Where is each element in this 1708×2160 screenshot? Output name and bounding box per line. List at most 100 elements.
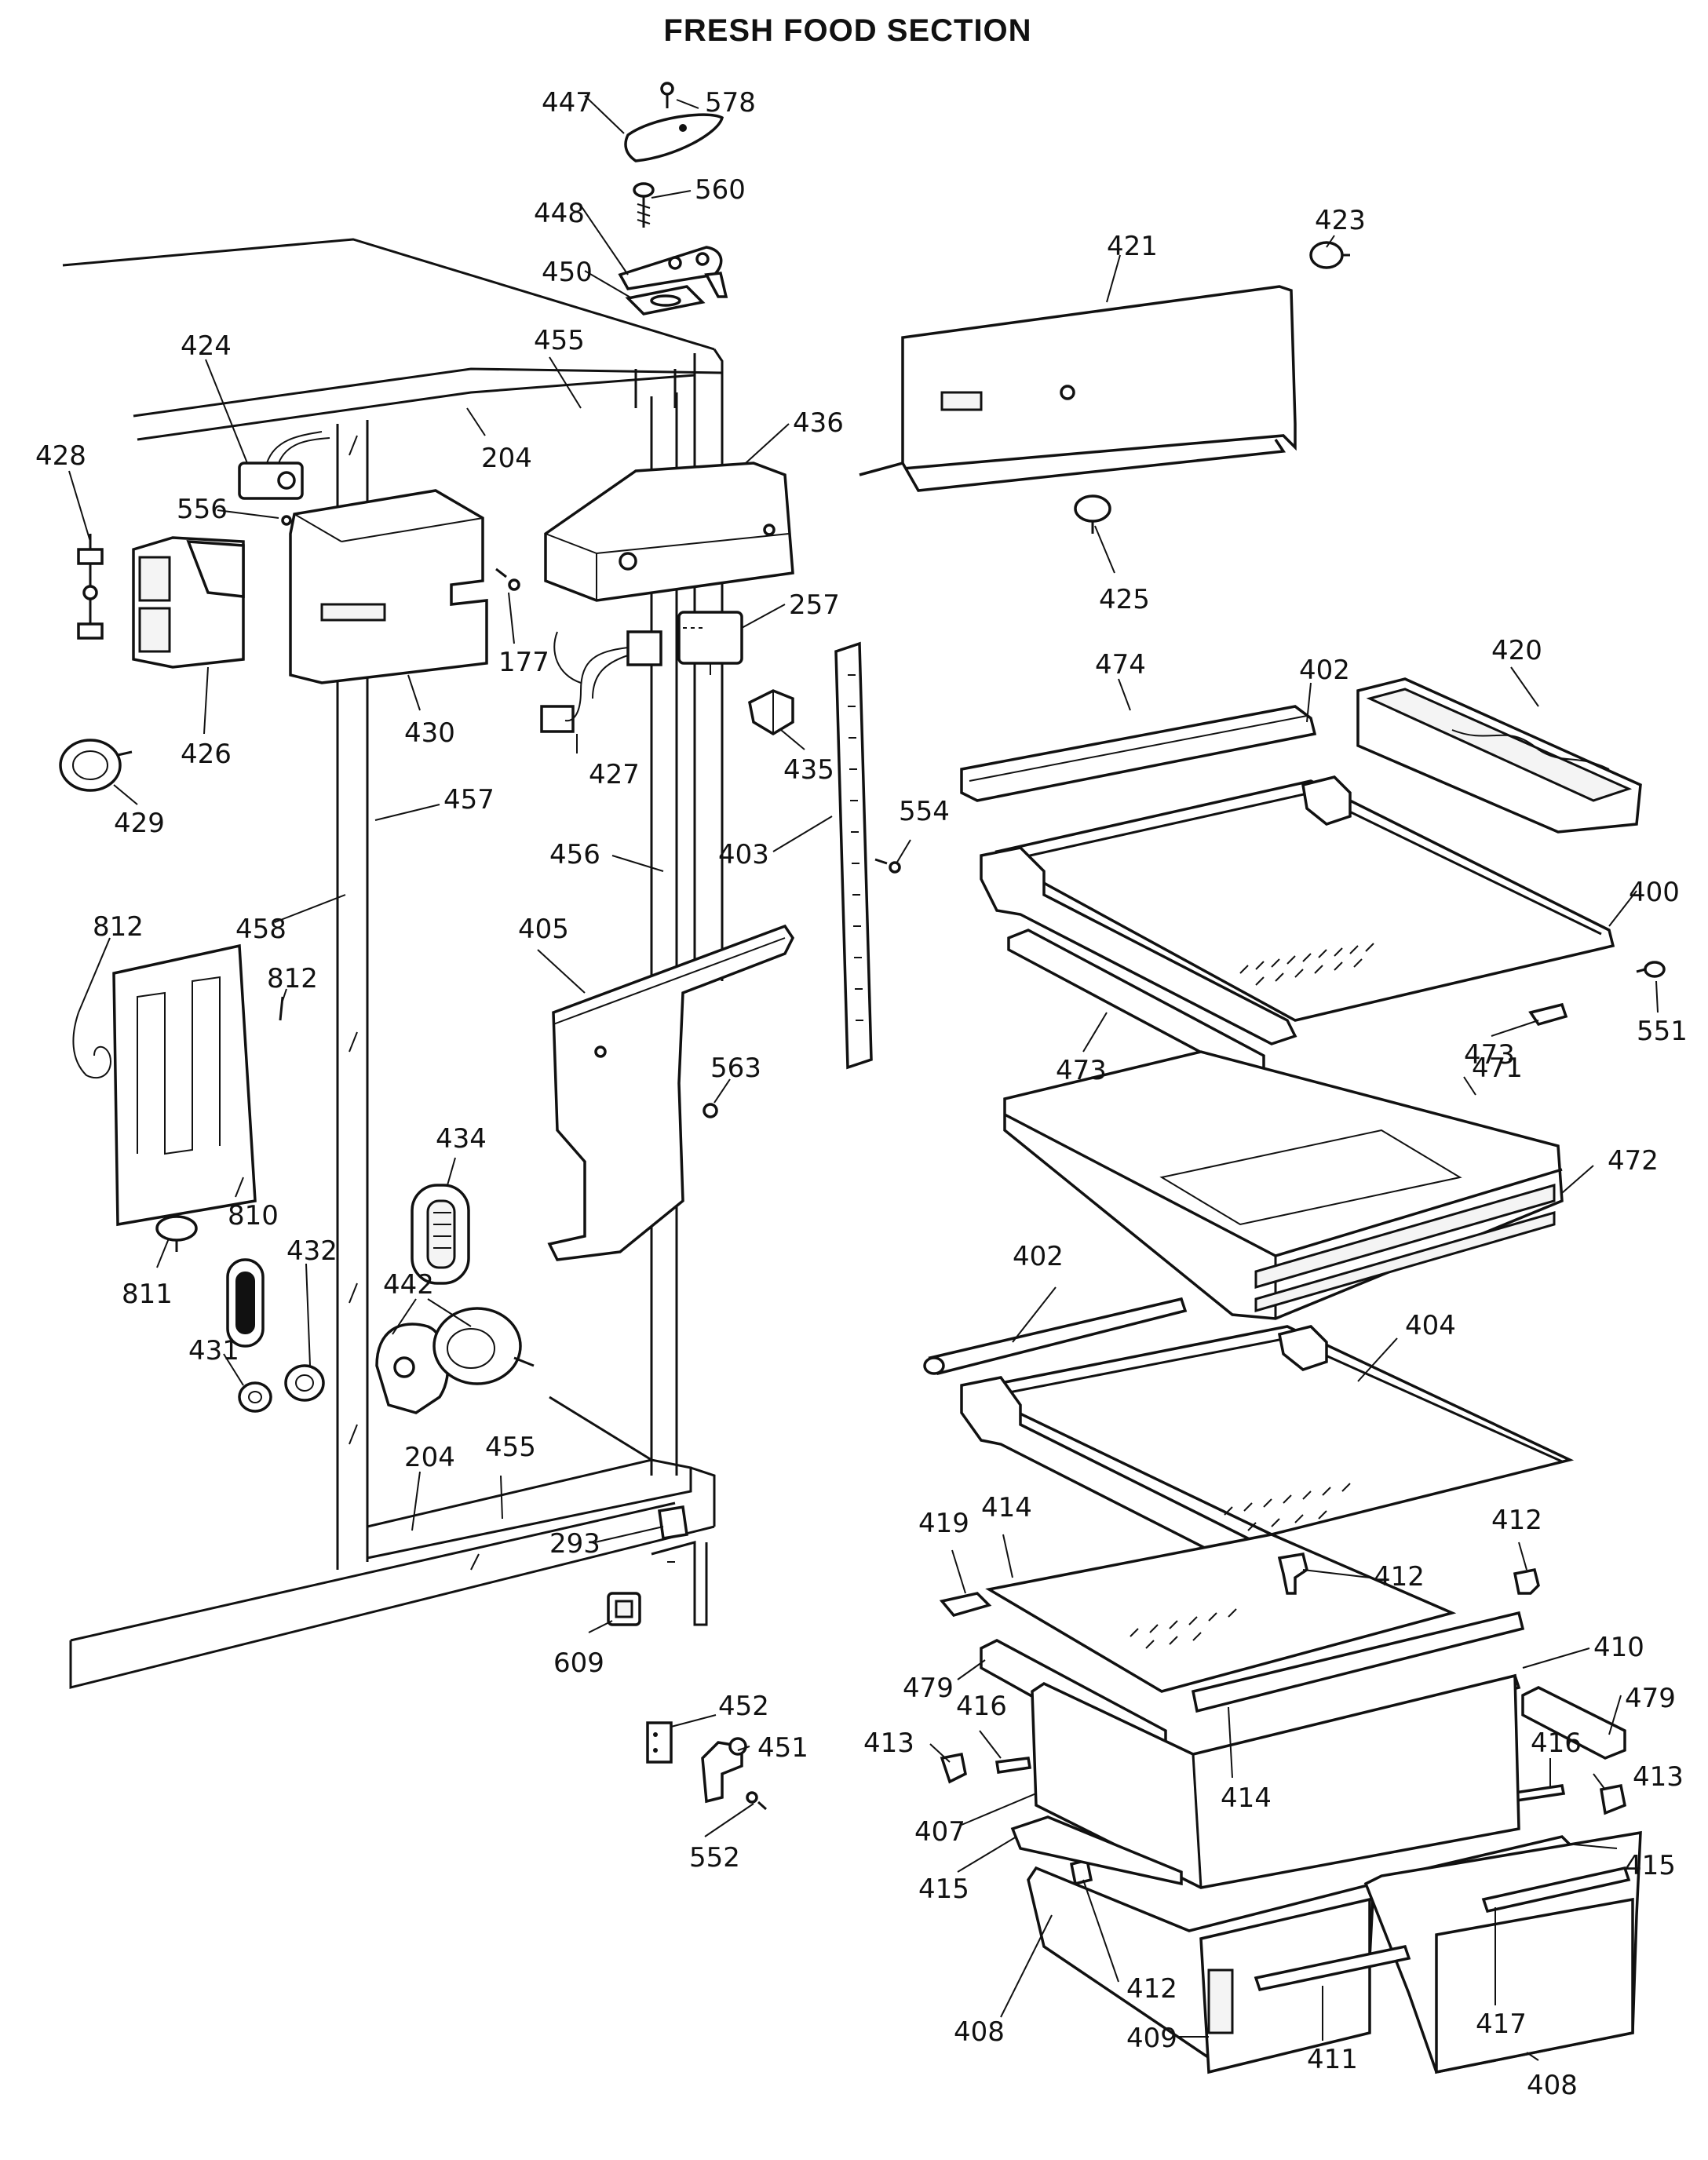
- label-414-upper: 414: [981, 1492, 1032, 1523]
- label-413-right: 413: [1633, 1761, 1684, 1793]
- label-415-left: 415: [918, 1874, 969, 1905]
- crisper-housing-407: [1031, 1673, 1520, 1889]
- control-panel-421: [859, 285, 1297, 492]
- label-257: 257: [789, 589, 840, 621]
- shelf-404: [960, 1325, 1575, 1567]
- label-434: 434: [436, 1123, 487, 1155]
- label-452: 452: [718, 1691, 769, 1722]
- label-458: 458: [235, 914, 286, 945]
- label-409: 409: [1126, 2023, 1177, 2054]
- knob-423: [1309, 241, 1350, 269]
- label-554: 554: [899, 796, 950, 827]
- heater-wire-812: [72, 996, 284, 1079]
- glass-cover-414: [985, 1533, 1457, 1693]
- label-551: 551: [1637, 1016, 1688, 1047]
- label-204-bottom: 204: [404, 1442, 455, 1473]
- label-457: 457: [443, 784, 495, 815]
- top-hinge-cover-447: [624, 113, 724, 162]
- defrost-timer-housing-436: [544, 462, 794, 602]
- label-442: 442: [383, 1269, 434, 1301]
- label-473-right: 473: [1464, 1039, 1515, 1071]
- label-403: 403: [718, 839, 769, 870]
- bracket-435: [748, 689, 794, 736]
- shelf-trim-474: [960, 705, 1317, 802]
- screw-563: [703, 1103, 718, 1118]
- label-410: 410: [1593, 1632, 1644, 1663]
- clips-412: [1069, 1552, 1540, 1886]
- label-455-top: 455: [534, 325, 585, 356]
- hinge-plate-452: [646, 1721, 673, 1764]
- control-knobs-442: [375, 1307, 535, 1414]
- part-number-labels: 447 578 560 448 450 421 423 424 455 428 …: [35, 87, 1688, 2101]
- label-416-left: 416: [956, 1691, 1007, 1722]
- light-bulb-432: [226, 1258, 265, 1348]
- label-474: 474: [1095, 649, 1146, 680]
- label-451: 451: [757, 1732, 808, 1764]
- label-811: 811: [122, 1279, 173, 1310]
- label-414-lower: 414: [1221, 1782, 1272, 1814]
- label-293: 293: [549, 1528, 600, 1560]
- wire-harness-427: [540, 630, 662, 733]
- spacer: [284, 1364, 325, 1402]
- label-560: 560: [695, 174, 746, 206]
- label-407: 407: [914, 1816, 965, 1848]
- diagram-title: FRESH FOOD SECTION: [663, 13, 1031, 48]
- label-479-right: 479: [1625, 1683, 1676, 1714]
- timer-257: [677, 611, 743, 675]
- label-420: 420: [1491, 635, 1542, 666]
- label-425: 425: [1099, 584, 1150, 615]
- label-426: 426: [181, 739, 232, 770]
- label-413-left: 413: [863, 1728, 914, 1759]
- label-412-right: 412: [1491, 1505, 1542, 1536]
- label-456: 456: [549, 839, 600, 870]
- label-419: 419: [918, 1508, 969, 1539]
- screw-560: [633, 182, 655, 228]
- hinge-451: [701, 1737, 747, 1804]
- label-430: 430: [404, 717, 455, 749]
- label-429: 429: [114, 808, 165, 839]
- hinge-shim-450: [625, 285, 706, 316]
- screw-177: [495, 567, 520, 591]
- label-432: 432: [286, 1235, 338, 1267]
- top-hinge-448: [618, 246, 728, 298]
- label-479-left: 479: [903, 1673, 954, 1704]
- air-duct-430: [289, 489, 488, 684]
- heater-810: [112, 943, 257, 1227]
- label-473-left: 473: [1056, 1055, 1107, 1086]
- screw-551: [1636, 961, 1666, 978]
- label-402-lower: 402: [1013, 1241, 1064, 1272]
- label-408-left: 408: [954, 2016, 1005, 2048]
- label-810: 810: [228, 1200, 279, 1231]
- label-405: 405: [518, 914, 569, 945]
- screw-556: [281, 515, 292, 526]
- shelf-bracket-405: [547, 924, 795, 1261]
- label-578: 578: [705, 87, 756, 119]
- label-424: 424: [181, 330, 232, 362]
- label-412-center: 412: [1374, 1561, 1425, 1593]
- label-431: 431: [188, 1335, 239, 1366]
- glass-shelf-rail-402: [923, 1297, 1188, 1376]
- nut-431: [238, 1381, 272, 1413]
- label-415-right: 415: [1625, 1850, 1676, 1881]
- light-switch-609: [607, 1592, 641, 1626]
- label-448: 448: [534, 198, 585, 229]
- label-408-right: 408: [1527, 2070, 1578, 2101]
- label-421: 421: [1107, 231, 1158, 262]
- dairy-tray-420: [1356, 677, 1642, 834]
- label-812-left: 812: [93, 911, 144, 943]
- label-404: 404: [1405, 1310, 1456, 1341]
- label-412-lower: 412: [1126, 1973, 1177, 2005]
- label-556: 556: [177, 494, 228, 525]
- label-417: 417: [1476, 2009, 1527, 2040]
- label-435: 435: [783, 754, 834, 786]
- stop-293: [658, 1505, 688, 1541]
- damper-control-426: [132, 536, 245, 669]
- label-402-upper: 402: [1299, 655, 1350, 686]
- label-609: 609: [553, 1647, 604, 1679]
- bracket-419: [939, 1592, 992, 1617]
- clip-428: [77, 534, 104, 640]
- label-423: 423: [1315, 205, 1366, 236]
- label-563: 563: [710, 1053, 761, 1084]
- label-400: 400: [1629, 877, 1680, 908]
